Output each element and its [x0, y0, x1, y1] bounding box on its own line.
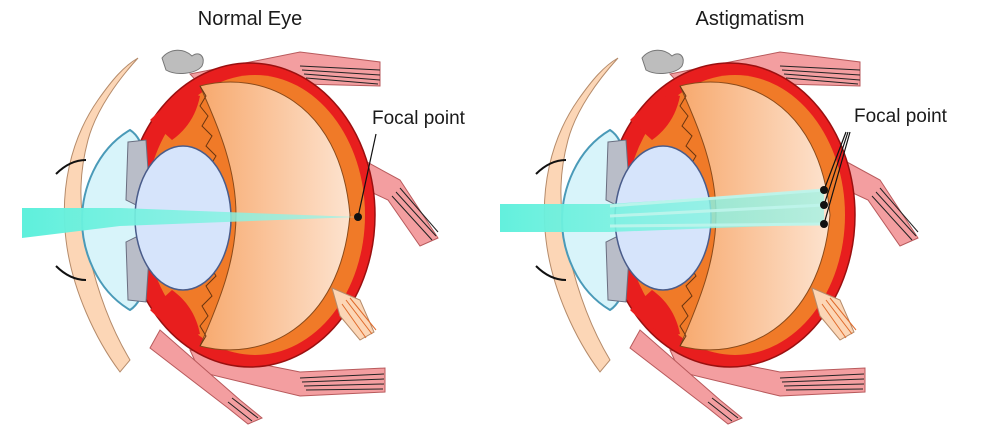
- focal-point-leader-1: [823, 131, 847, 191]
- diagram-title-normal: Normal Eye: [197, 8, 303, 30]
- normal-eye-panel: Normal Eye Focal point: [22, 8, 465, 425]
- normal-eye-illustration: [22, 49, 439, 425]
- focal-point-leader-3: [823, 131, 851, 225]
- focal-point-label: Focal point: [372, 108, 465, 129]
- light-beam: [22, 208, 358, 238]
- focal-point-leader: [357, 133, 377, 218]
- diagram-title-astigmatism: Astigmatism: [695, 8, 805, 30]
- astigmatism-eye-illustration: [500, 49, 919, 425]
- split-light-rays: [609, 188, 825, 228]
- light-beam: [500, 190, 824, 232]
- astigmatism-panel: Astigmatism Focal point: [500, 0, 1000, 428]
- focal-point-label: Focal point: [854, 106, 947, 127]
- focal-point-leader-2: [823, 131, 849, 206]
